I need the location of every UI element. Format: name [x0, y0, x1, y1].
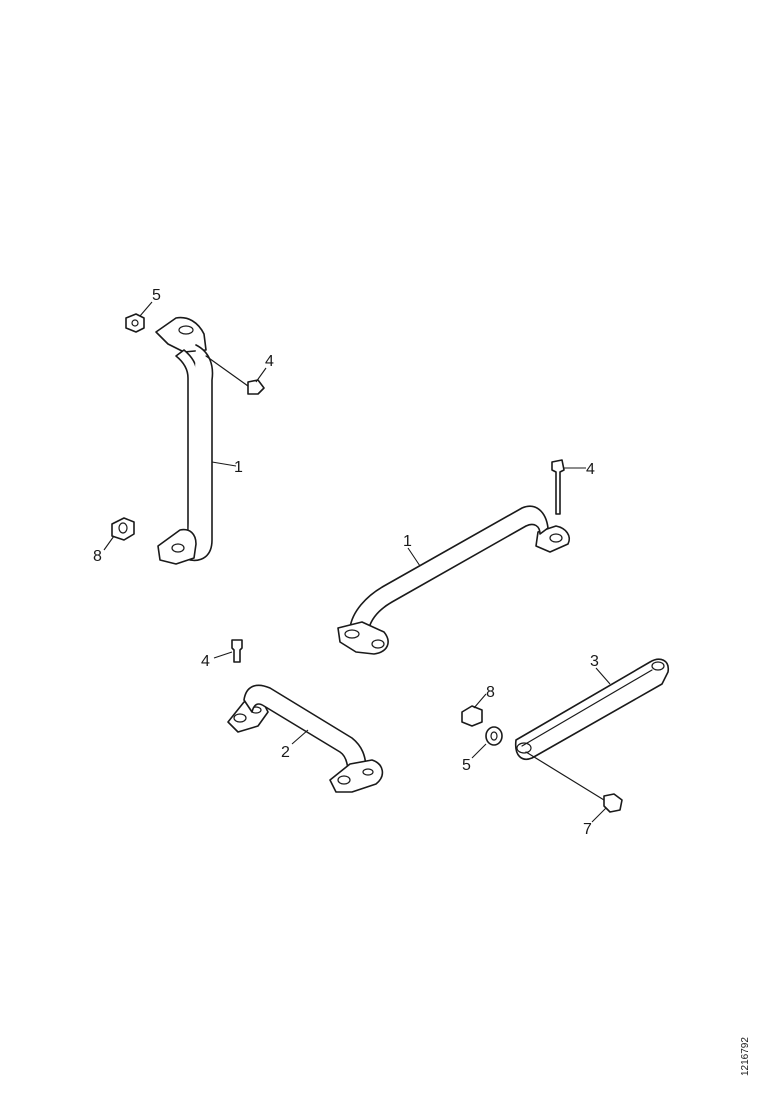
callout-nut-lower-right: 7: [583, 821, 592, 838]
callout-flat-handle: 3: [590, 653, 599, 670]
callout-vertical-handle: 1: [234, 459, 243, 476]
callout-bolt-left-middle: 4: [201, 653, 210, 670]
vertical-grab-handle: [155, 316, 214, 565]
callout-long-handle: 1: [403, 533, 412, 550]
callout-bolt-right-top: 4: [586, 461, 595, 478]
callout-bolt-upper: 4: [265, 353, 274, 370]
callouts: 5 4 1 8 4 1 4 2 3 8 5 7: [93, 287, 599, 838]
leader-lines: [103, 301, 611, 823]
spacer-lower-left: [111, 517, 135, 541]
bolt-upper-right: [205, 355, 265, 395]
bolt-right-top: [551, 459, 565, 515]
flat-grab-handle: [514, 658, 670, 760]
short-grab-handle: [227, 684, 384, 793]
callout-short-handle: 2: [281, 744, 290, 761]
reference-code: 1216792: [740, 1037, 751, 1076]
callout-washer-right: 5: [462, 757, 471, 774]
callout-spacer-right: 8: [486, 684, 495, 701]
bolt-left-middle: [231, 639, 243, 663]
spacer-right: [461, 705, 483, 727]
washer-right: [485, 726, 503, 746]
nut-upper-left: [125, 313, 145, 333]
callout-spacer-lower-left: 8: [93, 548, 102, 565]
callout-nut-upper-left: 5: [152, 287, 161, 304]
nut-lower-right: [525, 751, 623, 813]
long-grab-handle: [337, 505, 571, 655]
